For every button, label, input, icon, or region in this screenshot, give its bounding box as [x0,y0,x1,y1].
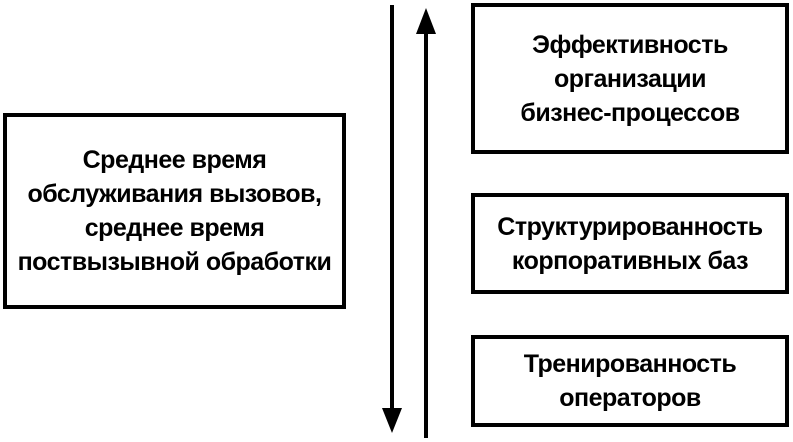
factor-2-line-1: Структурированность [497,212,763,241]
factor-1-line-3: бизнес-процессов [520,98,740,127]
factor-3-line-2: операторов [559,384,701,412]
left-box-line-3: среднее время [84,214,265,242]
left-box-line-1: Среднее время [82,146,267,174]
factor-box-corporate-db-structure: Структурированность корпоративных баз [471,193,789,294]
factor-box-operator-training: Тренированность операторов [471,335,789,427]
factor-2-line-2: корпоративных баз [511,246,749,275]
metric-box-call-handling-time: Среднее время обслуживания вызовов, сред… [3,113,346,309]
factor-box-business-process-efficiency: Эффективность организации бизнес-процесс… [471,3,789,154]
left-box-line-2: обслуживания вызовов, [27,180,322,208]
factor-1-line-2: организации [554,64,706,93]
down-arrow [382,5,402,433]
left-box-line-4: поствызывной обработки [17,248,332,276]
factor-1-line-1: Эффективность [532,30,728,59]
factor-3-line-1: Тренированность [523,350,737,378]
up-arrow [416,8,436,438]
